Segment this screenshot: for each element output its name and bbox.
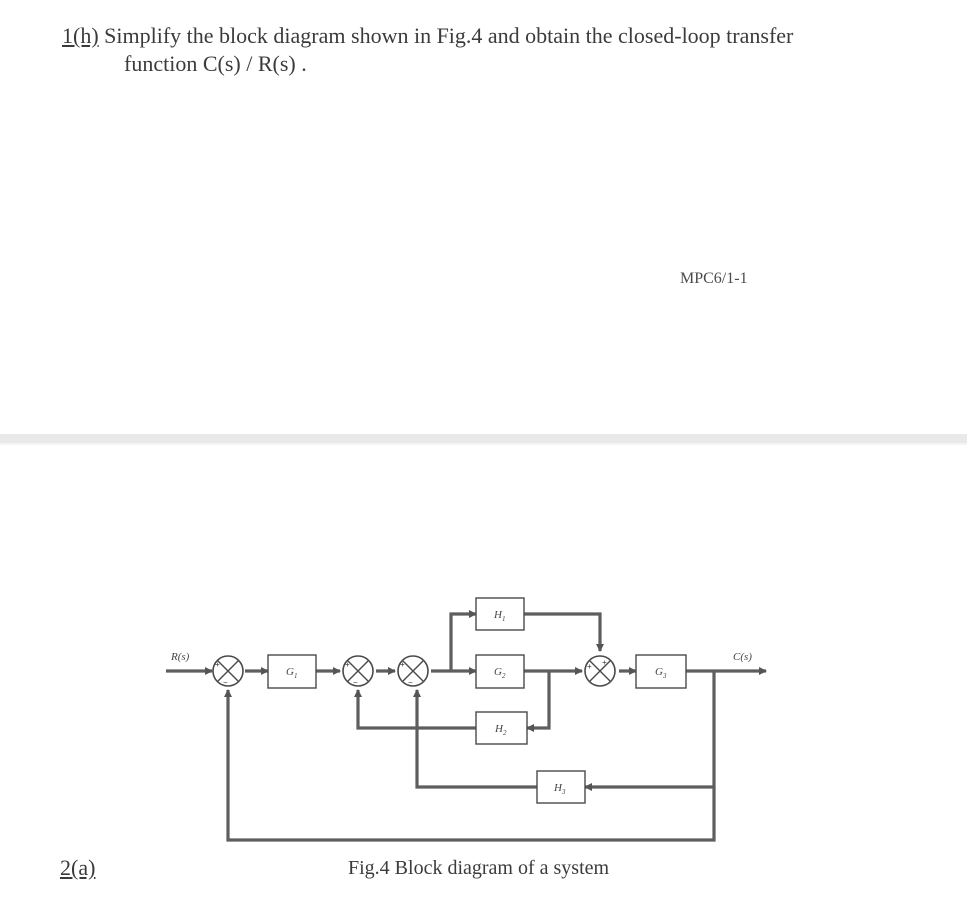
summing-junction-1: + −	[212, 655, 244, 687]
svg-text:H1: H1	[493, 609, 505, 623]
question-number: 1(h)	[62, 23, 99, 48]
svg-text:G2: G2	[494, 666, 506, 680]
svg-text:H2: H2	[494, 723, 507, 737]
figure-caption: Fig.4 Block diagram of a system	[348, 857, 610, 879]
summing-junction-2: + −	[342, 655, 374, 687]
question-text-line2: function C(s) / R(s) .	[124, 51, 307, 76]
page-break-shadow	[0, 443, 967, 445]
sj2-minus-sign: −	[353, 678, 358, 687]
sj3-minus-sign: −	[408, 678, 413, 687]
sj1-plus-sign: +	[215, 660, 220, 669]
summing-junction-4: + +	[584, 655, 616, 687]
block-g2: G2	[475, 654, 525, 689]
input-signal-label: R(s)	[170, 651, 190, 663]
sj4-left-plus-sign: +	[587, 662, 592, 671]
svg-text:H3: H3	[553, 782, 566, 796]
question-text-line1: Simplify the block diagram shown in Fig.…	[104, 23, 794, 48]
sj2-plus-sign: +	[345, 660, 350, 669]
summing-junction-3: + −	[397, 655, 429, 687]
svg-text:G3: G3	[655, 666, 667, 680]
block-h3: H3	[536, 770, 586, 804]
h1-feedforward-path	[449, 610, 604, 671]
block-g3: G3	[635, 654, 687, 689]
svg-text:G1: G1	[286, 666, 297, 680]
question-2a-number: 2(a)	[60, 855, 96, 880]
block-h1: H1	[475, 597, 525, 631]
h2-feedback-path	[354, 671, 551, 732]
sj4-top-plus-sign: +	[602, 658, 607, 667]
sj3-plus-sign: +	[400, 660, 405, 669]
output-signal-label: C(s)	[733, 651, 752, 663]
page-code: MPC6/1-1	[680, 270, 748, 287]
block-g1: G1	[267, 654, 317, 689]
question-1h: 1(h) Simplify the block diagram shown in…	[62, 22, 922, 78]
page-break-divider	[0, 434, 967, 443]
unity-feedback-path	[224, 689, 716, 842]
block-h2: H2	[475, 711, 528, 745]
sj1-minus-sign: −	[223, 678, 228, 687]
